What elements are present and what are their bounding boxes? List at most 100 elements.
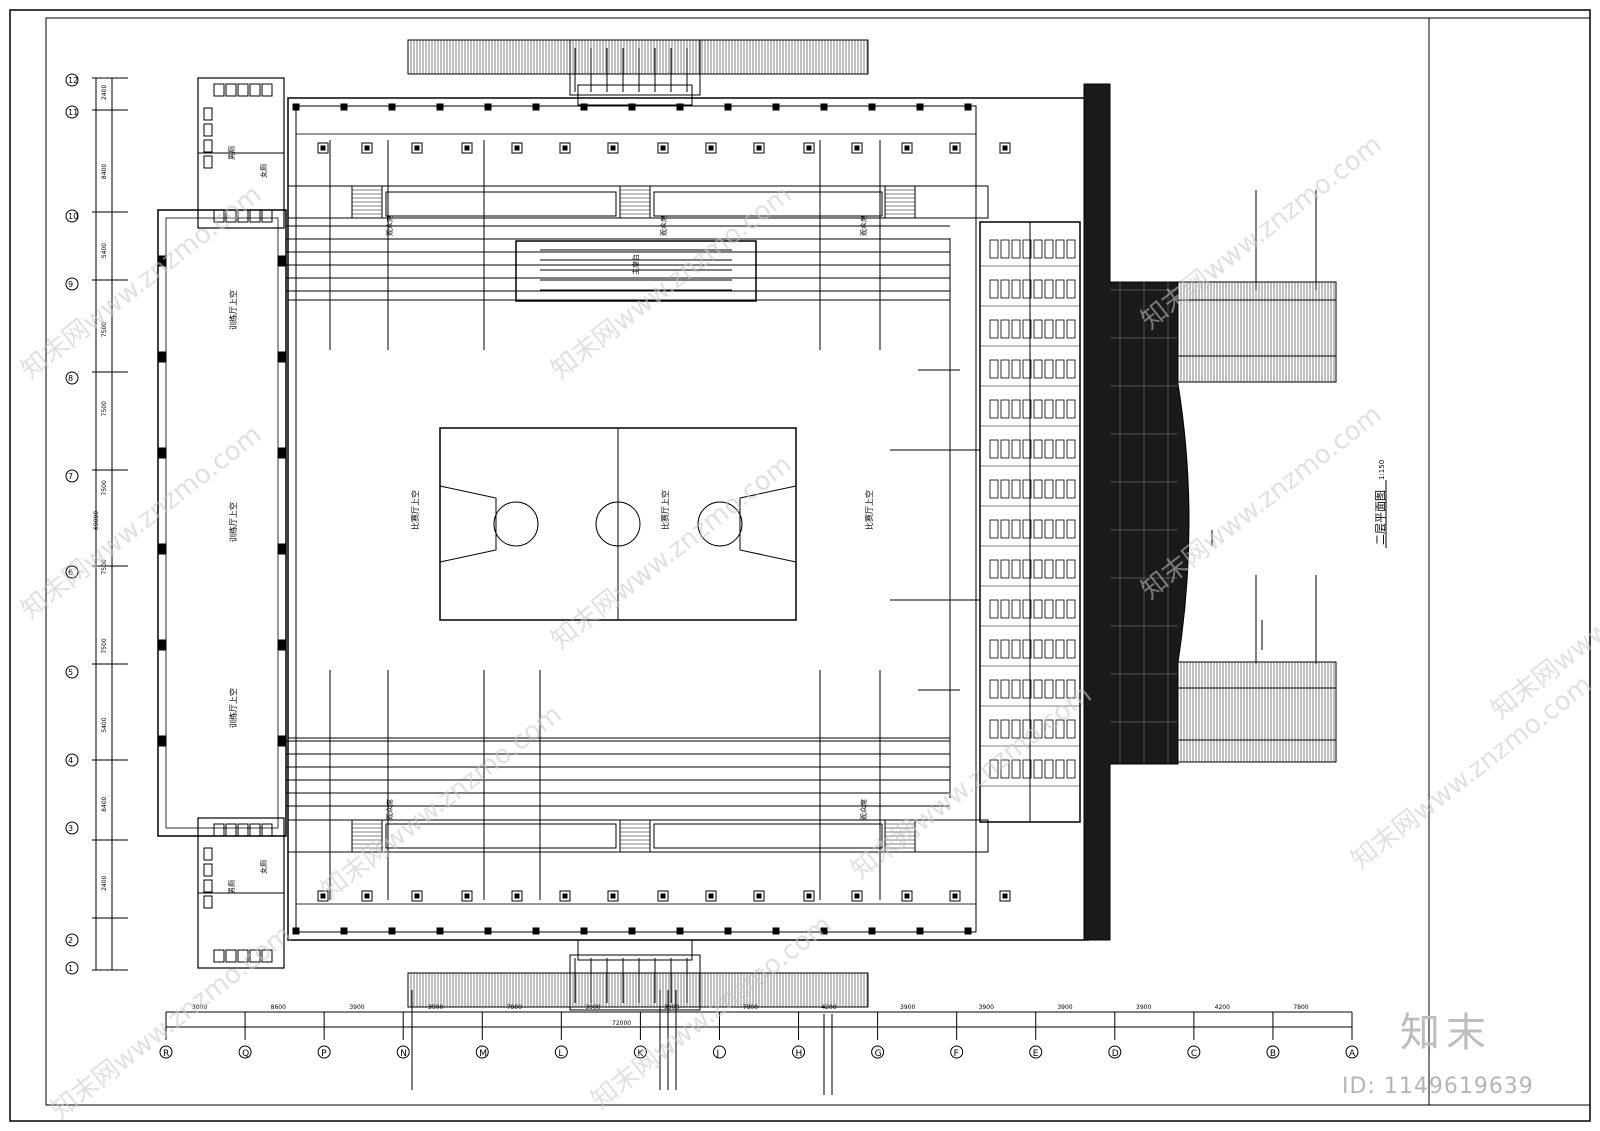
column-box — [361, 142, 373, 154]
east-seat-cell — [1044, 639, 1054, 659]
room-label-toilet-male: 男厕 — [228, 146, 236, 160]
column-core — [610, 145, 616, 151]
column-core — [904, 145, 910, 151]
east-seat-cell — [989, 519, 999, 539]
toilet-cubicle — [203, 847, 213, 861]
seat-block — [653, 191, 883, 217]
room-label-audience: 观众席 — [859, 215, 868, 236]
dim-text-h: 7800 — [507, 1004, 522, 1011]
axis-bubble-5 — [65, 665, 79, 679]
axis-bubble-A — [1345, 1045, 1359, 1059]
column — [277, 255, 287, 267]
dim-text-h: 7800 — [1293, 1004, 1308, 1011]
column — [676, 103, 684, 111]
stair-core — [569, 39, 701, 96]
axis-label-N: N — [400, 1049, 407, 1059]
column-core — [514, 145, 520, 151]
east-seat-cell — [1044, 399, 1054, 419]
image-id-watermark: ID: 1149619639 — [1342, 1074, 1534, 1099]
east-seat-cell — [1000, 759, 1010, 779]
watermark-text: 知末网www.znzmo.com — [316, 700, 568, 906]
column-core — [464, 893, 470, 899]
east-seat-cell — [1011, 559, 1021, 579]
column-box — [361, 890, 373, 902]
drawing-frame — [45, 17, 1591, 1106]
free-throw-circle — [493, 501, 539, 547]
east-seat-cell — [1044, 479, 1054, 499]
seat-block — [385, 823, 617, 849]
axis-label-9: 9 — [68, 280, 73, 289]
column — [292, 927, 300, 935]
column-box — [705, 890, 717, 902]
column-core — [708, 145, 714, 151]
center-circle — [595, 501, 641, 547]
axis-label-K: K — [637, 1049, 644, 1059]
east-seat-cell — [1000, 599, 1010, 619]
column-core — [952, 893, 958, 899]
east-seat-cell — [1066, 399, 1076, 419]
east-seat-cell — [1044, 439, 1054, 459]
stair-core — [569, 954, 701, 1011]
axis-bubble-P — [317, 1045, 331, 1059]
toilet-cubicle — [203, 879, 213, 893]
dim-text-v: 8400 — [101, 796, 108, 811]
east-seat-cell — [1055, 759, 1065, 779]
column-core — [952, 145, 958, 151]
column — [388, 103, 396, 111]
toilet-stall — [237, 949, 249, 963]
axis-bubble-N — [396, 1045, 410, 1059]
room-label-training-hall: 训练厅上空 — [228, 688, 238, 728]
axis-label-8: 8 — [68, 374, 73, 383]
axis-label-2: 2 — [68, 936, 73, 945]
east-seat-cell — [1000, 639, 1010, 659]
column-core — [514, 893, 520, 899]
room-label-audience: 观众席 — [385, 215, 394, 236]
column-box — [657, 142, 669, 154]
axis-bubble-E — [1029, 1045, 1043, 1059]
east-seat-cell — [989, 479, 999, 499]
east-seat-cell — [1066, 599, 1076, 619]
room-label-rostrum: 主席台 — [631, 254, 640, 275]
column — [277, 351, 287, 363]
east-seat-cell — [989, 279, 999, 299]
column — [277, 543, 287, 555]
column — [436, 927, 444, 935]
toilet-stall — [225, 83, 237, 97]
east-seat-cell — [1033, 759, 1043, 779]
axis-bubble-4 — [65, 753, 79, 767]
toilet-stall — [261, 209, 273, 223]
column-box — [999, 890, 1011, 902]
east-seat-cell — [989, 399, 999, 419]
free-throw-circle — [697, 501, 743, 547]
east-seat-cell — [1055, 679, 1065, 699]
toilet-cubicle — [203, 139, 213, 153]
east-seat-cell — [1055, 519, 1065, 539]
column — [772, 103, 780, 111]
east-seat-cell — [1011, 639, 1021, 659]
east-seat-cell — [989, 239, 999, 259]
east-seat-cell — [989, 759, 999, 779]
east-seat-cell — [989, 359, 999, 379]
dim-total-v: 69000 — [93, 511, 100, 530]
east-seat-cell — [1000, 719, 1010, 739]
dim-text-h: 3900 — [900, 1004, 915, 1011]
column — [676, 927, 684, 935]
column — [532, 927, 540, 935]
stair-band — [1177, 661, 1337, 763]
top-corridor — [295, 105, 977, 135]
dim-total-h: 72000 — [612, 1020, 631, 1027]
axis-label-R: R — [163, 1049, 169, 1059]
axis-label-11: 11 — [68, 108, 78, 117]
east-seat-cell — [1022, 319, 1032, 339]
axis-bubble-C — [1187, 1045, 1201, 1059]
dim-text-v: 7500 — [101, 322, 108, 337]
dim-text-h: 4200 — [821, 1004, 836, 1011]
dim-text-h: 3900 — [585, 1004, 600, 1011]
east-seat-cell — [1022, 679, 1032, 699]
room-label-competition-hall: 比赛厅上空 — [410, 490, 420, 530]
east-seat-cell — [1033, 479, 1043, 499]
column-box — [901, 890, 913, 902]
dim-text-h: 7800 — [743, 1004, 758, 1011]
column-core — [708, 893, 714, 899]
